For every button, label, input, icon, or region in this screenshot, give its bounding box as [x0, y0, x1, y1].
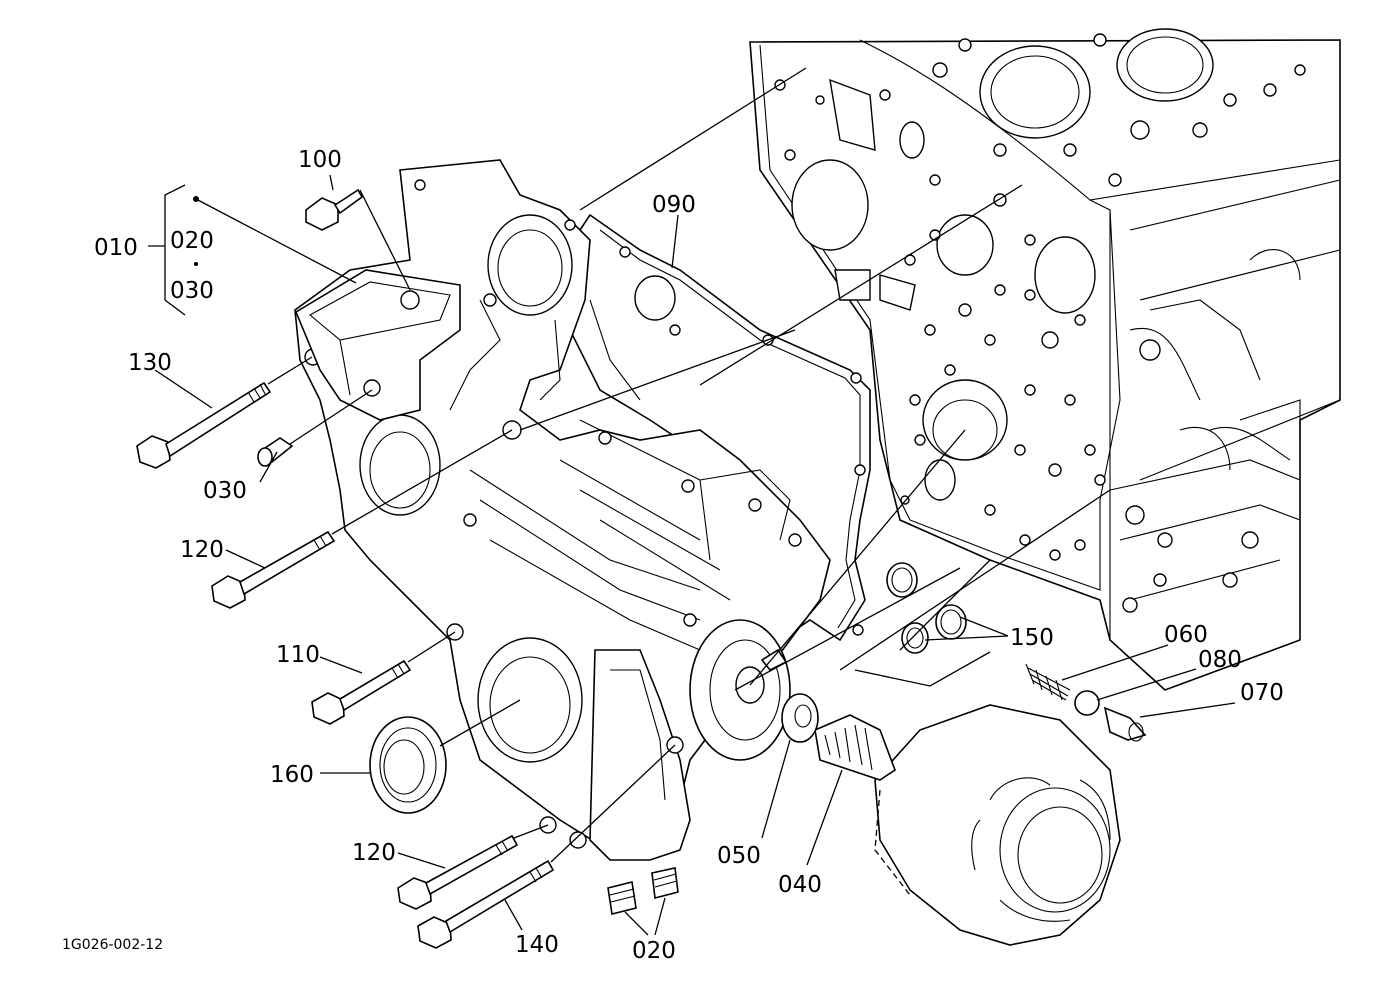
- filter-nipple-040: [814, 714, 896, 781]
- label-110: 110: [276, 642, 320, 668]
- label-010: 010: [94, 235, 138, 261]
- plugs-020: [607, 867, 679, 915]
- label-160: 160: [270, 762, 314, 788]
- label-030-bracket: 030: [170, 278, 214, 304]
- bolt-130: [136, 381, 272, 469]
- bolt-100: [305, 188, 364, 231]
- relief-spring-060: [1025, 663, 1071, 701]
- pin-030: [257, 437, 294, 467]
- label-070: 070: [1240, 680, 1284, 706]
- washer-050: [781, 693, 819, 743]
- label-040: 040: [778, 872, 822, 898]
- bolt-120-upper: [211, 530, 336, 609]
- bolt-120-lower: [397, 834, 519, 910]
- upper-housing-010: [294, 269, 461, 421]
- label-140: 140: [515, 932, 559, 958]
- label-100: 100: [298, 147, 342, 173]
- label-030: 030: [203, 478, 247, 504]
- label-060: 060: [1164, 622, 1208, 648]
- label-120-lower: 120: [352, 840, 396, 866]
- oil-filter: [874, 704, 1121, 946]
- label-050: 050: [717, 843, 761, 869]
- label-120-upper: 120: [180, 537, 224, 563]
- oil-seal-160: [369, 716, 447, 814]
- label-020: 020: [632, 938, 676, 964]
- callout-labels: 010 020 030 100 090 130 030 120 110 160 …: [62, 147, 1284, 964]
- label-020-bracket: 020: [170, 228, 214, 254]
- engine-block: [749, 28, 1341, 691]
- label-130: 130: [128, 350, 172, 376]
- bolt-110: [311, 659, 412, 725]
- label-080: 080: [1198, 647, 1242, 673]
- label-090: 090: [652, 192, 696, 218]
- leader-lines: [148, 67, 1236, 936]
- label-150: 150: [1010, 625, 1054, 651]
- relief-plug-070: [1103, 706, 1147, 742]
- bolt-140: [417, 859, 555, 949]
- drawing-code: 1G026-002-12: [62, 937, 163, 953]
- relief-ball-080: [1074, 690, 1100, 716]
